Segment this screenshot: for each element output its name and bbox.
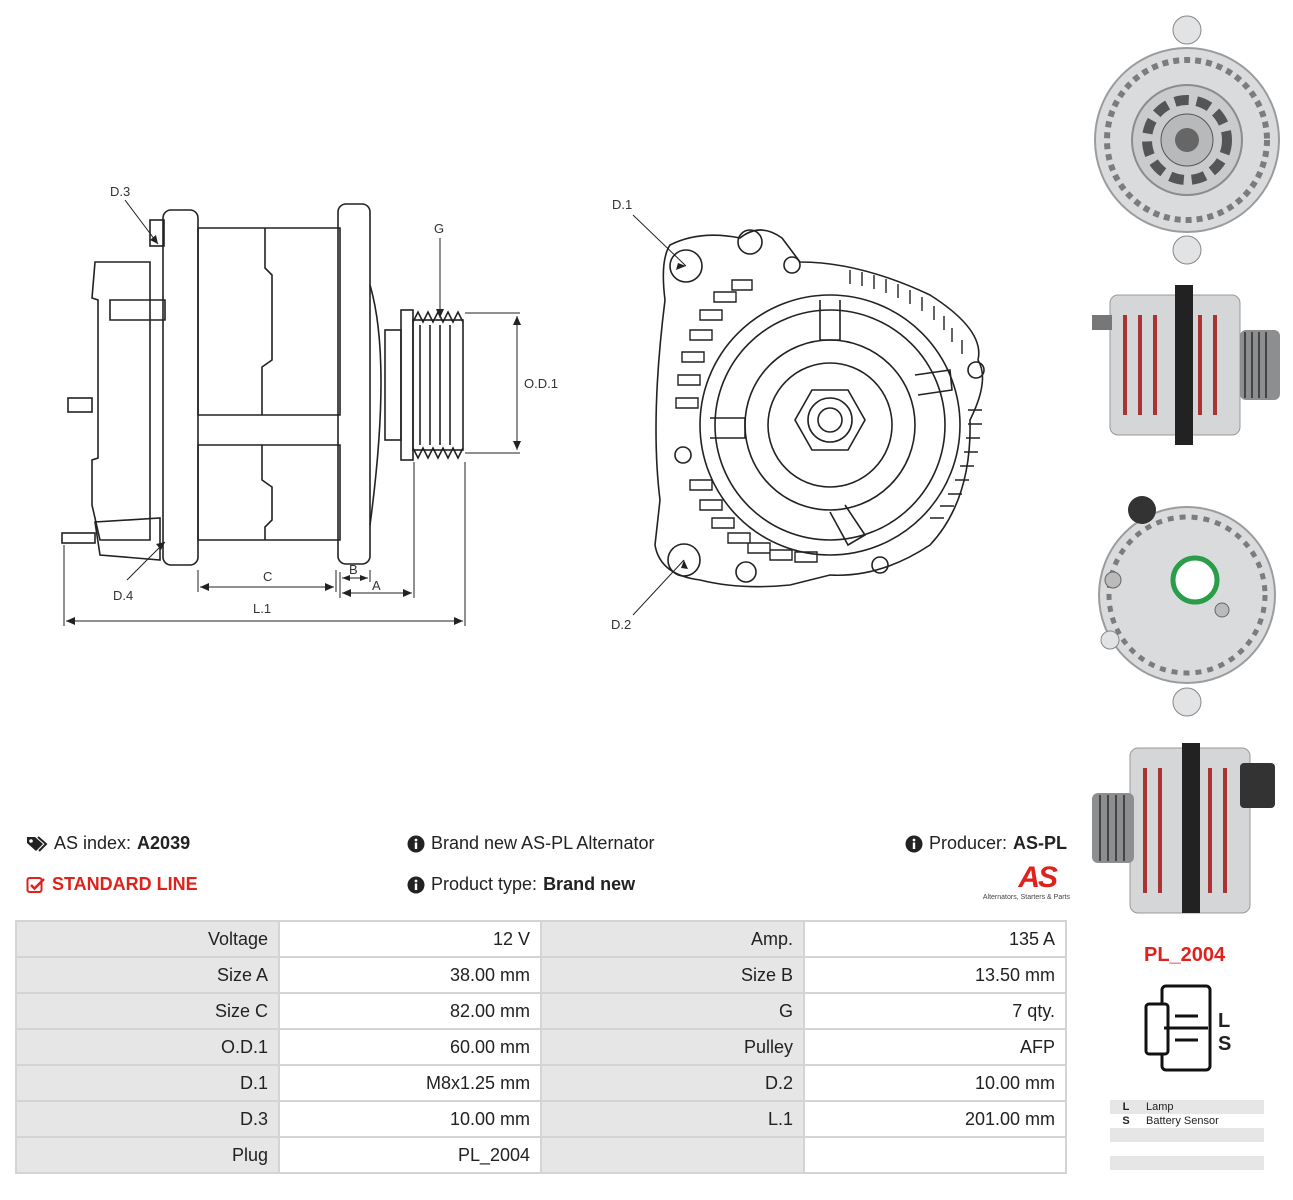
brand-info: Brand new AS-PL Alternator	[407, 833, 654, 854]
plug-pin-s: S	[1218, 1033, 1232, 1055]
spec-label: D.3	[15, 1100, 280, 1138]
legend-desc: Battery Sensor	[1146, 1115, 1219, 1127]
spec-value: 60.00 mm	[277, 1028, 543, 1066]
producer-label: Producer:	[929, 833, 1008, 853]
photo-angle	[1092, 743, 1275, 914]
plug-pin-l: L	[1218, 1010, 1231, 1032]
legend-key	[1110, 1156, 1142, 1170]
spec-label: Pulley	[540, 1028, 805, 1066]
dimension-arrows	[66, 235, 688, 625]
legend-row	[1110, 1128, 1264, 1142]
spec-label: G	[540, 992, 805, 1030]
label-d3: D.3	[110, 184, 130, 199]
plug-connector-icon	[1144, 984, 1212, 1072]
spec-value: 10.00 mm	[277, 1100, 543, 1138]
spec-value: 7 qty.	[803, 992, 1067, 1030]
line-badge: STANDARD LINE	[26, 874, 198, 895]
spec-value	[803, 1136, 1067, 1174]
drawing-labels: D.3 D.4 G O.D.1 B A C L.1 D.1 D.2	[110, 184, 632, 632]
label-od1: O.D.1	[524, 376, 558, 391]
legend-key	[1110, 1142, 1142, 1156]
product-type: Product type: Brand new	[407, 874, 635, 895]
spec-value: AFP	[803, 1028, 1067, 1066]
line-label: STANDARD LINE	[52, 874, 198, 894]
photo-rear	[1098, 496, 1276, 717]
spec-value: M8x1.25 mm	[277, 1064, 543, 1102]
photo-front	[1094, 15, 1280, 265]
brand-text: Brand new AS-PL Alternator	[431, 833, 655, 853]
spec-label: Size C	[15, 992, 280, 1030]
spec-label: L.1	[540, 1100, 805, 1138]
spec-label: D.2	[540, 1064, 805, 1102]
as-logo-mark: AS	[1018, 861, 1058, 894]
side-view	[61, 203, 464, 566]
cooling-slots	[675, 270, 982, 563]
spec-label: Size A	[15, 956, 280, 994]
label-c: C	[263, 569, 272, 584]
spec-label	[540, 1136, 805, 1174]
spec-label: Plug	[15, 1136, 280, 1174]
label-g: G	[434, 221, 444, 236]
legend-key	[1110, 1128, 1142, 1142]
info-icon	[905, 835, 923, 852]
legend-key: S	[1122, 1115, 1130, 1127]
photo-side	[1092, 285, 1280, 445]
spec-value: 12 V	[277, 920, 543, 958]
producer-value: AS-PL	[1013, 833, 1068, 853]
spec-value: 82.00 mm	[277, 992, 543, 1030]
legend-desc	[1142, 1156, 1264, 1170]
legend-row: S Battery Sensor	[1110, 1114, 1264, 1128]
spec-value: 201.00 mm	[803, 1100, 1067, 1138]
info-icon	[407, 876, 425, 893]
spec-value: 135 A	[803, 920, 1067, 958]
legend-row	[1110, 1156, 1264, 1170]
plug-code: PL_2004	[1144, 944, 1226, 966]
legend-desc	[1142, 1142, 1264, 1156]
info-icon	[407, 835, 425, 852]
spec-value: 13.50 mm	[803, 956, 1067, 994]
legend-row	[1110, 1142, 1264, 1156]
legend-desc: Lamp	[1142, 1100, 1264, 1114]
producer: Producer: AS-PL	[905, 833, 1067, 854]
legend-key: L	[1110, 1100, 1142, 1114]
technical-drawing: D.3 D.4 G O.D.1 B A C L.1 D.1 D.2	[61, 184, 985, 632]
spec-label: Amp.	[540, 920, 805, 958]
as-logo: AS Alternators, Starters & Parts	[962, 861, 1070, 902]
spec-label: Voltage	[15, 920, 280, 958]
label-a: A	[372, 578, 381, 593]
spec-label: D.1	[15, 1064, 280, 1102]
label-l1: L.1	[253, 601, 271, 616]
as-index-value: A2039	[137, 833, 191, 853]
label-d4: D.4	[113, 588, 133, 603]
front-view	[654, 229, 985, 588]
spec-label: Size B	[540, 956, 805, 994]
check-square-icon	[26, 876, 45, 893]
label-d2: D.2	[611, 617, 631, 632]
spec-value: 10.00 mm	[803, 1064, 1067, 1102]
spec-value: PL_2004	[277, 1136, 543, 1174]
spec-label: O.D.1	[15, 1028, 280, 1066]
as-logo-tagline: Alternators, Starters & Parts	[982, 894, 1070, 901]
tags-icon	[27, 835, 48, 852]
label-b: B	[349, 562, 358, 577]
product-type-value: Brand new	[543, 874, 636, 894]
spec-value: 38.00 mm	[277, 956, 543, 994]
as-index: AS index: A2039	[26, 833, 190, 854]
dimension-lines	[63, 199, 687, 626]
legend-desc	[1142, 1128, 1264, 1142]
label-d1: D.1	[612, 197, 632, 212]
as-index-label: AS index:	[54, 833, 132, 853]
product-type-label: Product type:	[431, 874, 538, 894]
